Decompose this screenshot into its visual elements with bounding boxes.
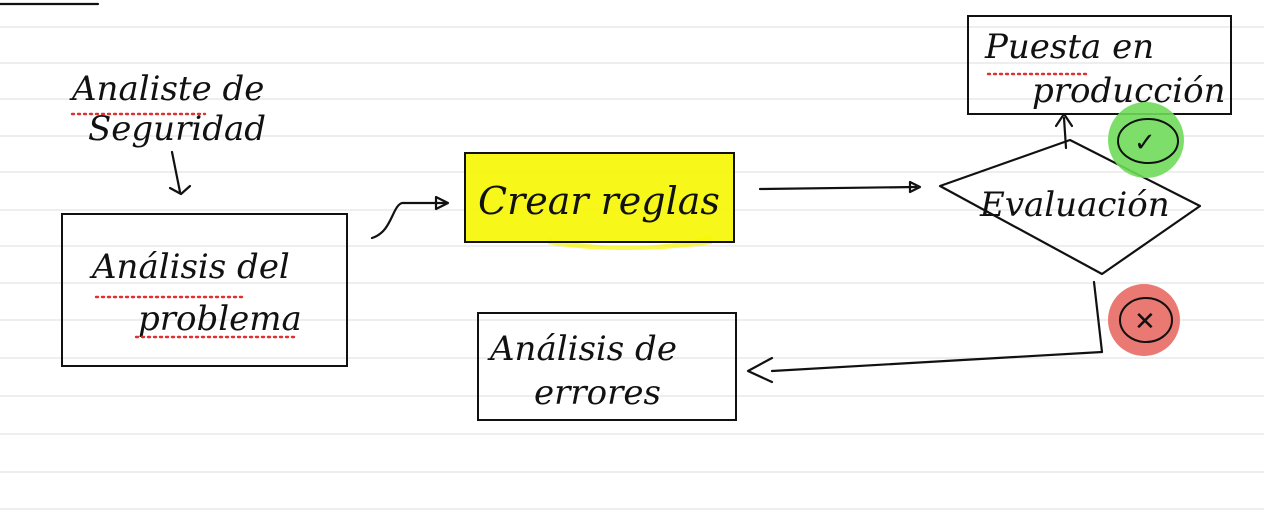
evaluation-label: Evaluación — [979, 185, 1170, 225]
node-security-analyst: Analiste de Seguridad — [69, 69, 266, 149]
accept-mark: ✓ — [1108, 102, 1184, 178]
node-evaluation: Evaluación — [938, 138, 1202, 276]
evaluation-diamond — [938, 138, 1202, 276]
security-analyst-line2: Seguridad — [88, 109, 266, 149]
cross-icon: ✕ — [1134, 307, 1156, 337]
create-rules-box — [464, 152, 735, 243]
reject-mark: ✕ — [1108, 284, 1180, 356]
problem-analysis-box — [61, 213, 348, 367]
arrow-evaluation-to-errors — [746, 280, 1104, 384]
arrow-problem-to-rules — [370, 195, 450, 240]
node-problem-analysis: Análisis del problema — [61, 213, 348, 367]
problem-analysis-line2: problema — [138, 299, 302, 339]
error-analysis-line2: errores — [534, 373, 661, 413]
production-line2: producción — [1032, 71, 1225, 111]
arrow-security-to-problem — [168, 150, 192, 196]
create-rules-label: Crear reglas — [478, 179, 720, 223]
arrow-rules-to-evaluation — [758, 180, 922, 194]
problem-analysis-line1: Análisis del — [89, 247, 290, 287]
highlight-fill — [465, 153, 734, 242]
production-box — [967, 15, 1232, 115]
highlight-overflow — [548, 234, 712, 250]
node-create-rules: Crear reglas — [464, 152, 735, 250]
production-line1: Puesta en — [984, 27, 1154, 67]
node-error-analysis: Análisis de errores — [477, 312, 737, 421]
node-production: Puesta en producción — [967, 15, 1232, 115]
error-analysis-line1: Análisis de — [487, 329, 677, 369]
error-analysis-box — [477, 312, 737, 421]
check-icon: ✓ — [1134, 128, 1156, 158]
security-analyst-line1: Analiste de — [69, 69, 264, 109]
